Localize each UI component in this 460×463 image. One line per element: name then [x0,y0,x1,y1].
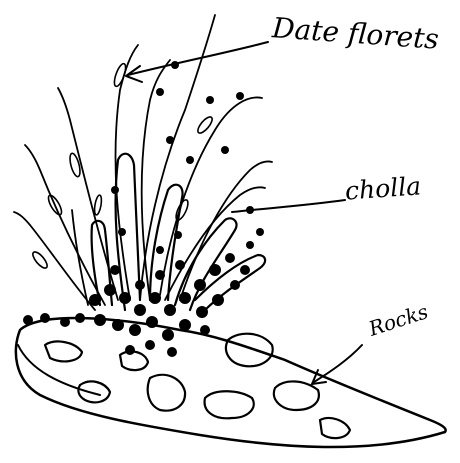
stalk-dot [111,186,119,194]
fruit [256,228,264,236]
fruit [129,324,141,336]
stalk-dot [156,88,164,96]
fruit [230,280,240,290]
stalk-dot [174,231,182,239]
fruit [94,314,106,326]
fruit [164,304,176,316]
stalk-dot [118,228,126,236]
floret [31,250,50,270]
stalk-dot [186,156,194,164]
fruit [23,315,33,325]
cholla-stem [195,255,265,310]
fruit [209,264,221,276]
floret [112,62,128,87]
floret [93,195,102,216]
fruit [40,313,50,323]
arrow-cholla [232,200,345,212]
rock [226,334,273,367]
fruit [212,294,224,306]
fruit [167,347,177,357]
rock [120,351,148,370]
floret [174,198,191,221]
fruit [240,265,250,275]
rock [205,391,254,418]
arrow-rocks [314,345,362,382]
fruit [194,279,206,291]
stalk-dot [156,246,164,254]
fruit [162,329,174,341]
floret-leaves [31,62,215,270]
fruit [179,319,191,331]
fruit [146,316,158,328]
fruit [179,292,191,304]
fruit [75,313,85,323]
label-cholla: cholla [344,173,422,203]
stalk-dot [236,92,244,100]
rock [320,418,350,438]
floret [196,115,215,135]
fruit [145,340,155,350]
fruit [196,306,208,318]
fruit [89,294,101,306]
rock [45,341,82,361]
rock-group [45,334,350,438]
fruit [104,284,116,296]
fruit [119,292,131,304]
fruit [125,345,135,355]
fruit [200,325,210,335]
fruit [175,260,185,270]
fruit [134,304,146,316]
rock [148,375,185,411]
fruit [225,253,235,263]
fruit [112,319,124,331]
floret-stalk [14,212,95,310]
rock [274,381,319,410]
date-floret-stalks [14,15,272,310]
fruit [110,265,120,275]
fruit [155,270,165,280]
fruit [149,292,161,304]
stalk-dot [221,146,229,154]
fruit [135,280,145,290]
stalk-dot [166,136,174,144]
floret-stalk [58,88,118,300]
fruit [60,317,70,327]
stalk-dot [206,96,214,104]
fruit [246,241,254,249]
rock [78,381,110,402]
